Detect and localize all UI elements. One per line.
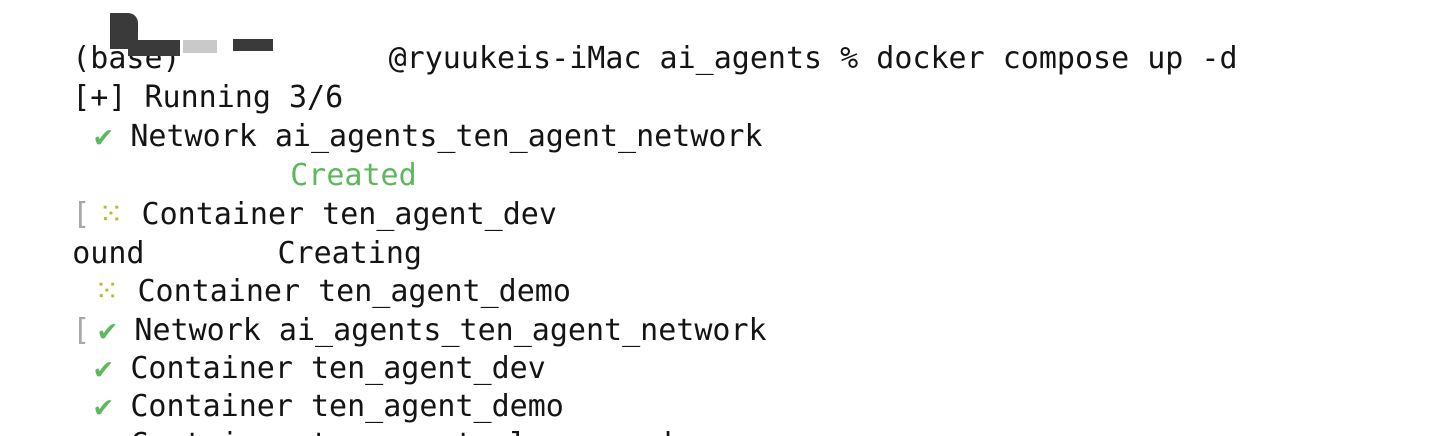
redaction-block-2 xyxy=(128,40,180,56)
terminal-line-prompt: (base)@ryuukeis-iMac ai_agents % docker … xyxy=(0,2,1448,76)
check-icon: ✔ xyxy=(94,427,112,436)
terminal-line-container-demo-done: ✔ Container ten_agent_demo xyxy=(0,350,1448,424)
terminal-line-created-status: Created xyxy=(0,119,1448,193)
spinner-icon: ⁙ xyxy=(94,274,120,309)
network-created-label: Network ai_agents_ten_agent_network xyxy=(112,119,763,154)
created-status-text: Created xyxy=(290,158,417,193)
network-done-label: Network ai_agents_ten_agent_network xyxy=(116,313,767,348)
wrapped-text-fragment: ound xyxy=(72,236,145,271)
terminal-line-running: [+] Running 3/6 xyxy=(0,41,1448,115)
container-playground-done-label: Container ten_agent_playground xyxy=(112,427,672,436)
container-dev-done-label: Container ten_agent_dev xyxy=(112,351,546,386)
prompt-host-command: @ryuukeis-iMac ai_agents % docker compos… xyxy=(388,41,1238,76)
terminal-line-container-demo-creating: ⁙ Container ten_agent_demo xyxy=(0,235,1448,309)
left-bracket-fragment: [ xyxy=(72,313,91,348)
terminal-line-network-done: [✔ Network ai_agents_ten_agent_network xyxy=(0,274,1448,348)
terminal-line-network-created: ✔ Network ai_agents_ten_agent_network xyxy=(0,80,1448,154)
left-bracket-fragment: [ xyxy=(72,197,91,232)
container-demo-label: Container ten_agent_demo xyxy=(119,274,571,309)
terminal-line-container-playground-done: ✔ Container ten_agent_playground xyxy=(0,388,1448,436)
container-dev-label: Container ten_agent_dev xyxy=(123,197,557,232)
container-demo-done-label: Container ten_agent_demo xyxy=(112,389,564,424)
creating-status-text: Creating xyxy=(277,236,423,271)
spinner-icon: ⁙ xyxy=(98,197,124,232)
terminal-line-container-dev-done: ✔ Container ten_agent_dev xyxy=(0,312,1448,386)
redaction-block-4 xyxy=(233,39,273,51)
check-icon: ✔ xyxy=(94,351,113,386)
check-icon: ✔ xyxy=(94,119,113,154)
running-status-text: [+] Running 3/6 xyxy=(72,80,344,115)
check-icon: ✔ xyxy=(94,389,113,424)
check-icon: ✔ xyxy=(98,313,117,348)
redaction-block-3 xyxy=(183,40,217,53)
terminal-line-container-dev-creating: [⁙ Container ten_agent_dev xyxy=(0,158,1448,232)
terminal-line-ound-creating: ound Creating xyxy=(0,197,1448,271)
